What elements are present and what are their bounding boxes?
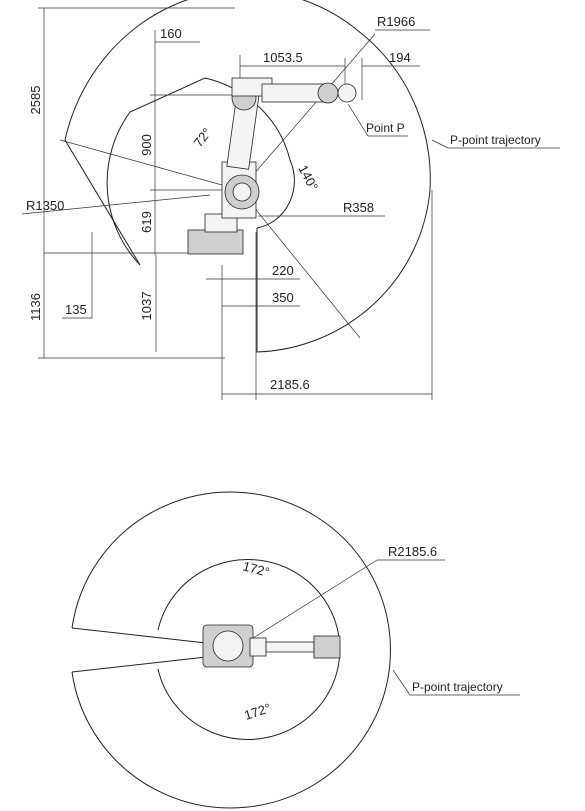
label-trajectory-top: P-point trajectory: [412, 680, 503, 694]
angle-72: 72°: [191, 125, 215, 150]
side-view: 2585 1136 160 900 619 1037 R1350 135 72°…: [21, 0, 560, 400]
angle-172-bottom: 172°: [242, 700, 272, 723]
angle-140: 140°: [295, 162, 321, 193]
dim-r1966: R1966: [377, 14, 415, 29]
dim-1136: 1136: [28, 293, 43, 321]
dim-r2185-6: R2185.6: [388, 544, 437, 559]
dim-194: 194: [389, 50, 411, 65]
top-view: R2185.6 172° 172° P-point trajectory: [71, 491, 520, 809]
dim-r358: R358: [343, 200, 374, 215]
dim-1037: 1037: [139, 292, 154, 321]
dim-619: 619: [139, 211, 154, 233]
dim-2585: 2585: [28, 86, 43, 115]
dim-r1350: R1350: [26, 198, 64, 213]
label-trajectory-side: P-point trajectory: [450, 133, 541, 147]
dim-220: 220: [272, 263, 294, 278]
dim-2185-6: 2185.6: [270, 377, 310, 392]
label-point-p: Point P: [366, 121, 405, 135]
outer-trajectory-arc: [64, 0, 431, 353]
robot-top: [202, 624, 341, 668]
dim-900: 900: [139, 134, 154, 156]
dim-350: 350: [272, 290, 294, 305]
outer-trajectory-circle: [71, 491, 391, 809]
dim-160: 160: [160, 26, 182, 41]
robot-side: [187, 77, 357, 255]
dim-1053-5: 1053.5: [263, 50, 303, 65]
angle-172-top: 172°: [241, 558, 271, 579]
dim-135: 135: [65, 302, 87, 317]
